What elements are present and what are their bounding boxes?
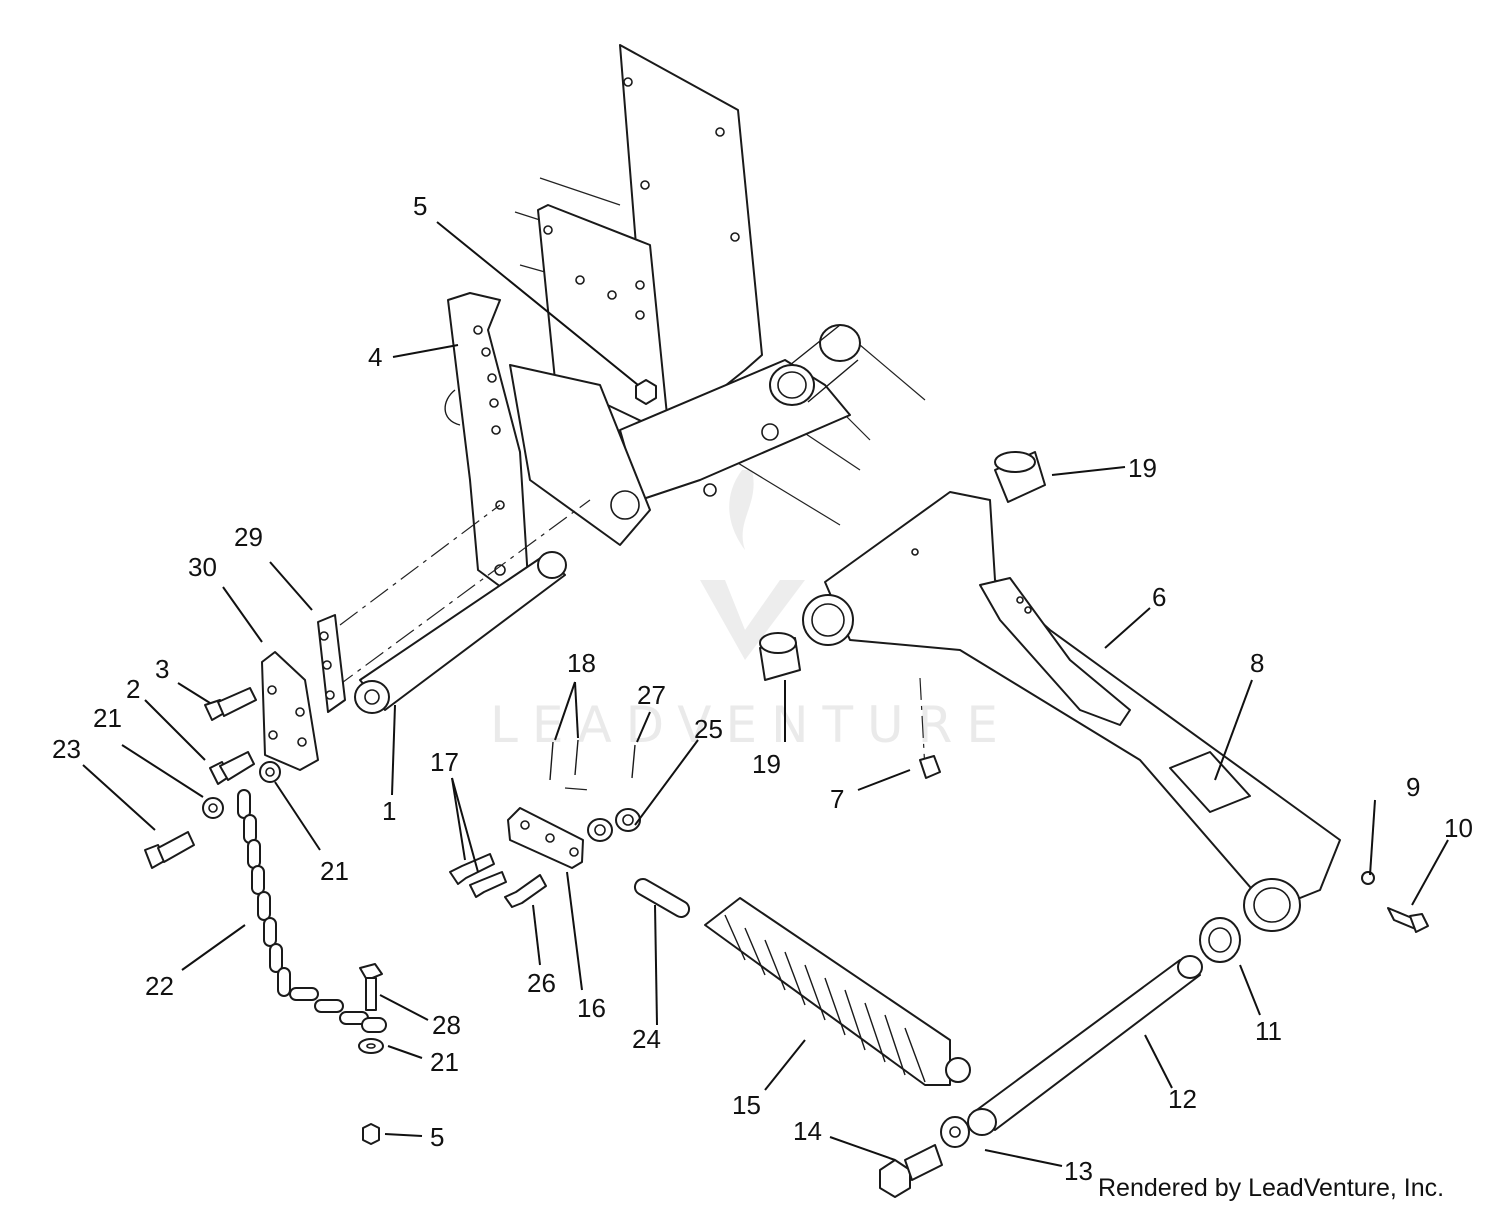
part-4-slotted-bracket [444,292,529,591]
callout-labels: 1 2 3 4 5 5 6 7 8 9 10 11 12 13 14 15 16… [52,191,1473,1186]
callout-30: 30 [188,552,217,582]
part-22-chain [237,789,387,1033]
alignment-lines [334,499,926,791]
callout-19-top: 19 [1128,453,1157,483]
part-13-washer [940,1116,970,1148]
callout-1: 1 [382,796,396,826]
part-25-clevis [587,808,641,842]
callout-25: 25 [694,714,723,744]
callout-11: 11 [1255,1016,1282,1046]
callout-6: 6 [1152,582,1166,612]
part-5-hex-nut-bottom [362,1123,380,1145]
callout-2: 2 [126,674,140,704]
rendered-by-credit: Rendered by LeadVenture, Inc. [1098,1174,1444,1202]
leader-lines [82,221,1449,1167]
part-17-clevis-pins [449,853,507,898]
part-19-bushing-top [994,451,1046,503]
callout-22: 22 [145,971,174,1001]
callout-4: 4 [368,342,382,372]
callout-17: 17 [430,747,459,777]
part-21-washer-c [358,1038,384,1054]
part-14-bolt [879,1144,943,1198]
part-21-washer-a [259,761,281,783]
part-30-bracket-plate [261,651,319,771]
callout-28: 28 [432,1010,461,1040]
callout-15: 15 [732,1090,761,1120]
part-10-bolt [1387,907,1429,933]
part-23-bolt [144,831,195,869]
part-3-bolt [204,687,257,721]
callout-5-bottom: 5 [430,1122,444,1152]
part-1-pivot-rod [354,551,567,714]
part-15-spring [704,897,971,1086]
part-8-decal [1169,751,1251,813]
callout-27: 27 [637,680,666,710]
part-18-cotter-pins [549,739,579,781]
callout-23: 23 [52,734,81,764]
callout-24: 24 [632,1024,661,1054]
part-2-bolt [209,751,255,785]
part-7-grease-fitting [919,755,941,779]
callout-5-top: 5 [413,191,427,221]
watermark-text: LEADVENTURE [490,696,1012,754]
part-26-pin [504,874,547,908]
part-5-hex-nut-top [635,379,657,405]
callout-14: 14 [793,1116,822,1146]
callout-10: 10 [1444,813,1473,843]
part-24-link [633,878,691,918]
callout-12: 12 [1168,1084,1197,1114]
callout-3: 3 [155,654,169,684]
part-12-pivot-pin [967,955,1203,1136]
callout-21-center: 21 [320,856,349,886]
callout-13: 13 [1064,1156,1093,1186]
part-11-washer [1199,917,1241,963]
part-9-retainer-clip [1361,871,1375,885]
callout-21-left: 21 [93,703,122,733]
callout-21-lower: 21 [430,1047,459,1077]
callout-19-bottom: 19 [752,749,781,779]
callout-9: 9 [1406,772,1420,802]
frame-cross-tube [509,324,861,546]
part-28-bolt [359,963,383,1011]
callout-8: 8 [1250,648,1264,678]
callout-29: 29 [234,522,263,552]
callout-18: 18 [567,648,596,678]
part-19-bushing-bottom [759,632,801,681]
part-29-spacer-plate [317,614,346,713]
part-16-hitch-plate [507,807,584,869]
watermark-logo [700,470,805,660]
callout-7: 7 [830,784,844,814]
part-21-washer-b [202,797,224,819]
part-27-cotter-pin [631,744,636,779]
callout-26: 26 [527,968,556,998]
callout-16: 16 [577,993,606,1023]
